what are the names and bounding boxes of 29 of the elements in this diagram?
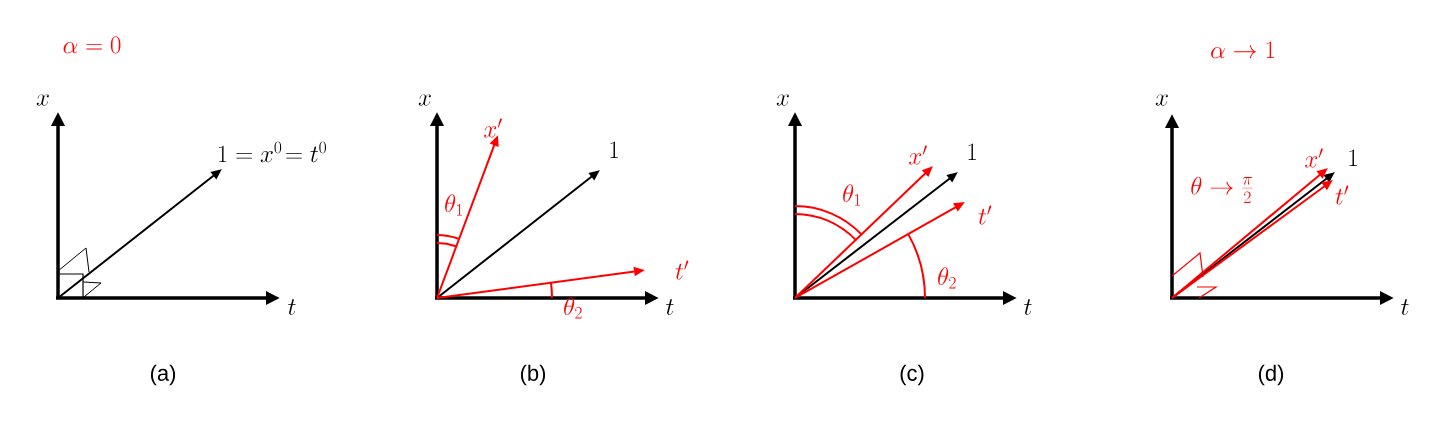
vector-label: $1$	[968, 143, 976, 160]
vector-label: $t'$	[978, 205, 992, 225]
axis-label: $x$	[776, 94, 789, 106]
vector-label: $x'$	[1305, 148, 1323, 168]
axis-label: $x$	[1155, 94, 1168, 106]
axis-label: $t$	[1401, 299, 1409, 315]
vector-label: $t'$	[675, 260, 689, 280]
vector-label: $t'$	[1335, 185, 1349, 205]
angle-label: $\theta_{2}$	[564, 297, 582, 319]
vector-label: $1 = x^{0}\!= t^{0}$	[219, 141, 326, 163]
angle-label: $\theta_{1}$	[445, 194, 463, 216]
axis-label: $t$	[666, 299, 674, 315]
panel-caption: (d)	[1258, 364, 1284, 386]
condition-label: $\alpha \rightarrow 1$	[1211, 41, 1274, 59]
panel-caption: (c)	[900, 364, 924, 386]
axis-label: $t$	[1024, 299, 1032, 315]
axis-label: $x$	[418, 94, 431, 106]
axis-label: $x$	[36, 94, 49, 106]
angle-label: $\theta_{1}$	[843, 184, 861, 206]
vector-label: $1$	[1349, 149, 1357, 166]
axis-label: $t$	[288, 299, 296, 315]
angle-label: $\theta_{2}$	[938, 267, 956, 289]
panel-caption: (b)	[520, 364, 546, 386]
condition-label: $\alpha = 0$	[63, 36, 121, 54]
vector-label: $x'$	[484, 118, 502, 138]
panel-caption: (a)	[150, 364, 176, 386]
vector-label: $1$	[610, 141, 618, 158]
vector-label: $x'$	[909, 145, 927, 165]
angle-label: $\theta \rightarrow \frac{\pi}{2}$	[1191, 176, 1253, 203]
